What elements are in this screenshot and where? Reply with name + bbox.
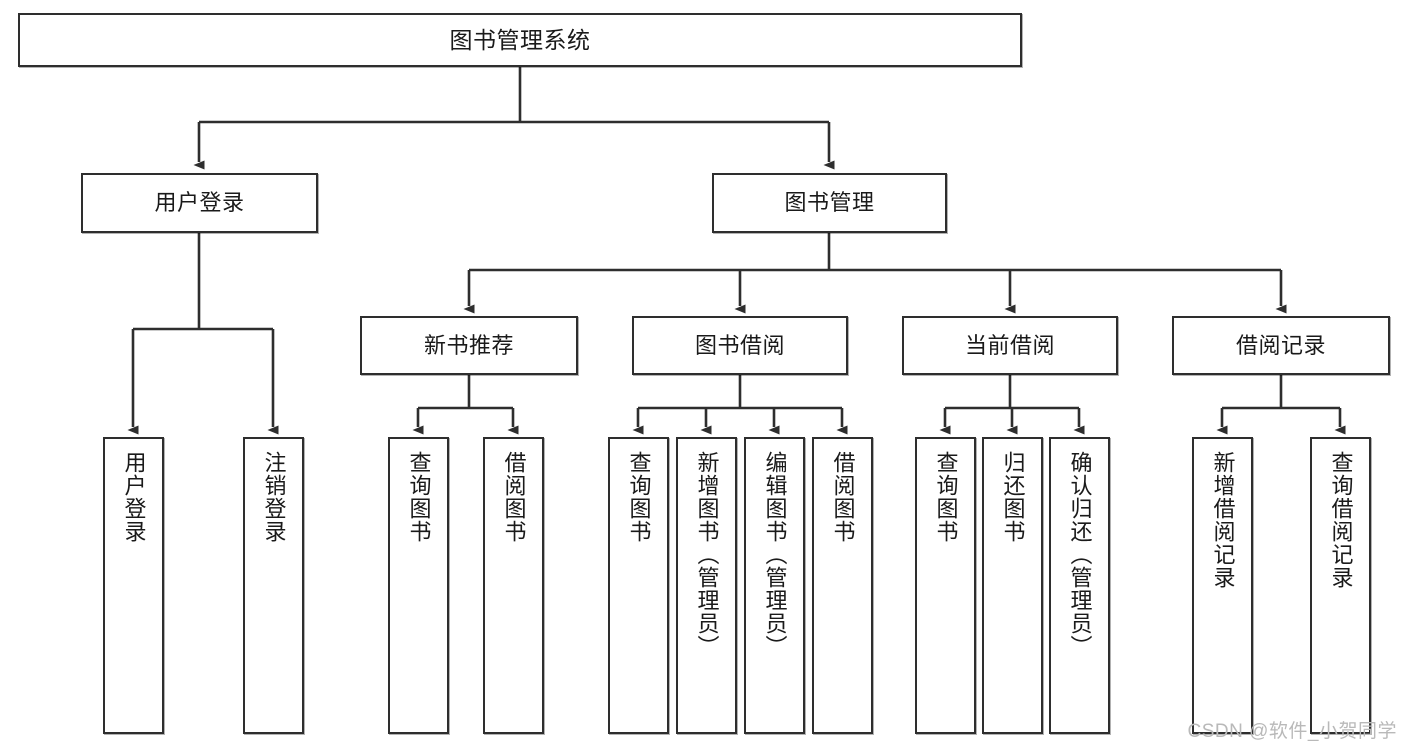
leaf-add-book[interactable]: 新增图书（管理员） (676, 437, 737, 734)
leaf-borrow-book-1-label: 借阅图书 (501, 451, 527, 543)
node-borrow-record[interactable]: 借阅记录 (1172, 316, 1390, 375)
leaf-query-book-1-label: 查询图书 (406, 451, 432, 543)
node-borrow-record-label: 借阅记录 (1235, 332, 1326, 358)
leaf-query-borrow-record-label: 查询借阅记录 (1328, 451, 1354, 589)
leaf-borrow-book-2-label: 借阅图书 (830, 451, 856, 543)
leaf-query-book-1[interactable]: 查询图书 (388, 437, 449, 734)
node-book-management[interactable]: 图书管理 (712, 173, 947, 233)
leaf-logout[interactable]: 注销登录 (243, 437, 304, 734)
leaf-query-book-2[interactable]: 查询图书 (608, 437, 669, 734)
node-user-login[interactable]: 用户登录 (81, 173, 318, 233)
node-new-book-recommend-label: 新书推荐 (423, 332, 514, 358)
leaf-edit-book[interactable]: 编辑图书（管理员） (744, 437, 805, 734)
node-book-borrow[interactable]: 图书借阅 (632, 316, 848, 375)
leaf-query-book-3-label: 查询图书 (933, 451, 959, 543)
leaf-borrow-book-2[interactable]: 借阅图书 (812, 437, 873, 734)
leaf-add-book-label: 新增图书（管理员） (694, 451, 720, 658)
watermark-text: CSDN @软件_小贺同学 (1187, 721, 1397, 742)
leaf-return-book[interactable]: 归还图书 (982, 437, 1043, 734)
leaf-add-borrow-record-label: 新增借阅记录 (1210, 451, 1236, 589)
leaf-logout-label: 注销登录 (261, 451, 287, 543)
leaf-user-login-label: 用户登录 (121, 451, 147, 543)
leaf-add-borrow-record[interactable]: 新增借阅记录 (1192, 437, 1253, 734)
node-root[interactable]: 图书管理系统 (18, 13, 1022, 67)
node-current-borrow[interactable]: 当前借阅 (902, 316, 1118, 375)
leaf-borrow-book-1[interactable]: 借阅图书 (483, 437, 544, 734)
node-user-login-label: 用户登录 (154, 190, 245, 216)
node-book-management-label: 图书管理 (784, 190, 875, 216)
node-book-borrow-label: 图书借阅 (694, 332, 785, 358)
leaf-return-book-label: 归还图书 (1000, 451, 1026, 543)
leaf-edit-book-label: 编辑图书（管理员） (762, 451, 788, 658)
leaf-user-login[interactable]: 用户登录 (103, 437, 164, 734)
leaf-query-book-3[interactable]: 查询图书 (915, 437, 976, 734)
leaf-query-book-2-label: 查询图书 (626, 451, 652, 543)
node-new-book-recommend[interactable]: 新书推荐 (360, 316, 578, 375)
leaf-query-borrow-record[interactable]: 查询借阅记录 (1310, 437, 1371, 734)
leaf-confirm-return[interactable]: 确认归还（管理员） (1049, 437, 1110, 734)
node-current-borrow-label: 当前借阅 (964, 332, 1055, 358)
leaf-confirm-return-label: 确认归还（管理员） (1067, 451, 1093, 658)
node-root-label: 图书管理系统 (449, 26, 591, 53)
